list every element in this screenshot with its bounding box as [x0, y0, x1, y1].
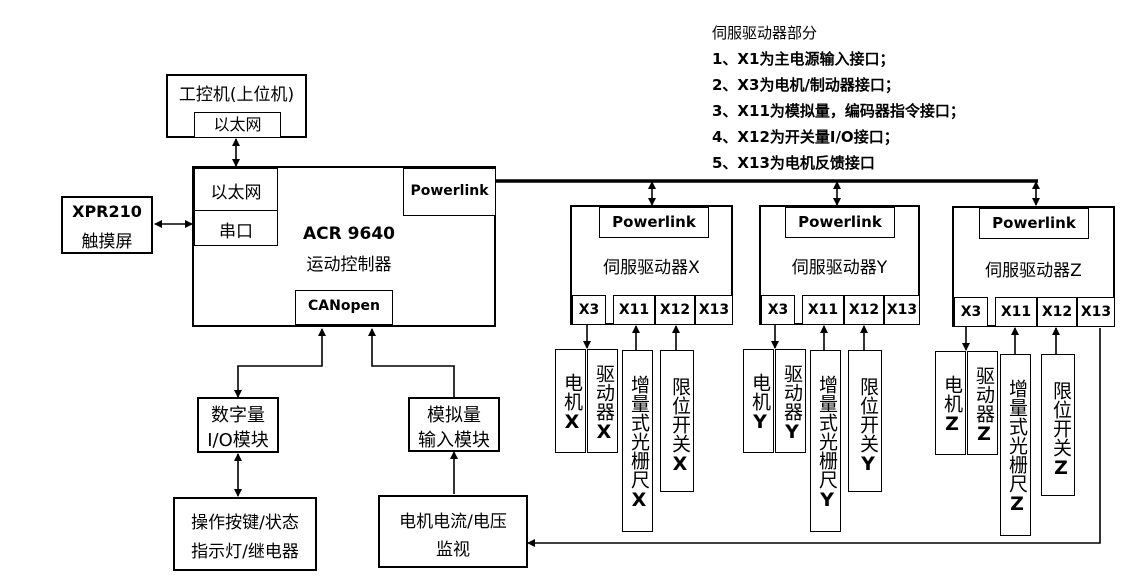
encoder-x-box: 增量式光栅尺X: [622, 350, 653, 532]
ipc-ethernet-port: 以太网: [194, 112, 281, 138]
controller-canopen-port: CANopen: [295, 290, 393, 325]
controller-ethernet-port: 以太网: [194, 168, 278, 211]
port-x3: X3: [572, 295, 606, 325]
limit-switch-y-box: 限位开关Y: [848, 350, 882, 492]
driver-z-box: 驱动器Z: [967, 351, 998, 455]
controller-serial-port: 串口: [194, 210, 278, 246]
canopen-digital-link: [234, 328, 326, 398]
motor-x-box: 电机X: [555, 349, 586, 453]
note-item: 4、X12为开关量I/O接口；: [712, 128, 899, 146]
controller-name: 运动控制器: [306, 255, 392, 275]
ipc-title: 工控机(上位机): [178, 85, 295, 105]
limit-switch-z-box: 限位开关Z: [1041, 354, 1075, 496]
drive-title: 伺服驱动器Y: [791, 258, 888, 278]
note-item: 5、X13为电机反馈接口: [712, 154, 875, 172]
current-voltage-monitor-box: 电机电流/电压 监视: [378, 495, 528, 568]
motor-z-box: 电机Z: [935, 351, 966, 455]
analog-canopen-link: [368, 328, 455, 397]
port-x3: X3: [954, 297, 988, 327]
port-x11: X11: [802, 295, 844, 325]
port-x12: X12: [1037, 297, 1077, 327]
ipc-box: 工控机(上位机) 以太网: [166, 74, 307, 138]
notes-title: 伺服驱动器部分: [712, 24, 818, 42]
note-item: 1、X1为主电源输入接口；: [712, 50, 895, 68]
port-x13: X13: [884, 295, 920, 325]
drive-powerlink-port: Powerlink: [599, 207, 709, 238]
note-item: 3、X11为模拟量，编码器指令接口；: [712, 102, 965, 120]
port-x11: X11: [613, 295, 655, 325]
drive-title: 伺服驱动器Z: [985, 261, 1082, 281]
port-x13: X13: [1077, 297, 1115, 327]
drive-notes: 伺服驱动器部分 1、X1为主电源输入接口； 2、X3为电机/制动器接口； 3、X…: [712, 20, 965, 176]
driver-y-box: 驱动器Y: [775, 349, 806, 453]
controller-model: ACR 9640: [303, 224, 395, 244]
port-x13: X13: [695, 295, 733, 325]
feedback-monitor-link: [527, 328, 1101, 547]
controller-powerlink-port: Powerlink: [403, 168, 496, 216]
note-item: 2、X3为电机/制动器接口；: [712, 76, 900, 94]
touch-panel-box: XPR210 触摸屏: [61, 196, 153, 254]
encoder-y-box: 增量式光栅尺Y: [810, 350, 841, 532]
motion-controller-box: 以太网 串口 Powerlink ACR 9640 运动控制器 CANopen: [192, 166, 496, 327]
motor-y-box: 电机Y: [743, 349, 774, 453]
port-x3: X3: [761, 295, 795, 325]
port-x11: X11: [995, 297, 1037, 327]
touch-label: 触摸屏: [81, 232, 133, 252]
drive-title: 伺服驱动器X: [603, 258, 700, 278]
encoder-z-box: 增量式光栅尺Z: [1000, 354, 1031, 536]
digital-io-module-box: 数字量 I/O模块: [197, 397, 279, 453]
servo-drive-y-box: Powerlink 伺服驱动器Y X3 X11 X12 X13: [759, 205, 920, 325]
limit-switch-x-box: 限位开关X: [660, 350, 694, 492]
analog-input-module-box: 模拟量 输入模块: [408, 397, 500, 452]
drive-powerlink-port: Powerlink: [785, 207, 895, 238]
touch-model: XPR210: [72, 202, 142, 221]
driver-x-box: 驱动器X: [587, 349, 618, 453]
drive-powerlink-port: Powerlink: [979, 208, 1089, 239]
servo-drive-x-box: Powerlink 伺服驱动器X X3 X11 X12 X13: [570, 205, 733, 325]
buttons-indicators-relays-box: 操作按键/状态 指示灯/继电器: [173, 497, 317, 571]
port-x12: X12: [655, 295, 695, 325]
port-x12: X12: [844, 295, 884, 325]
servo-drive-z-box: Powerlink 伺服驱动器Z X3 X11 X12 X13: [952, 206, 1115, 327]
